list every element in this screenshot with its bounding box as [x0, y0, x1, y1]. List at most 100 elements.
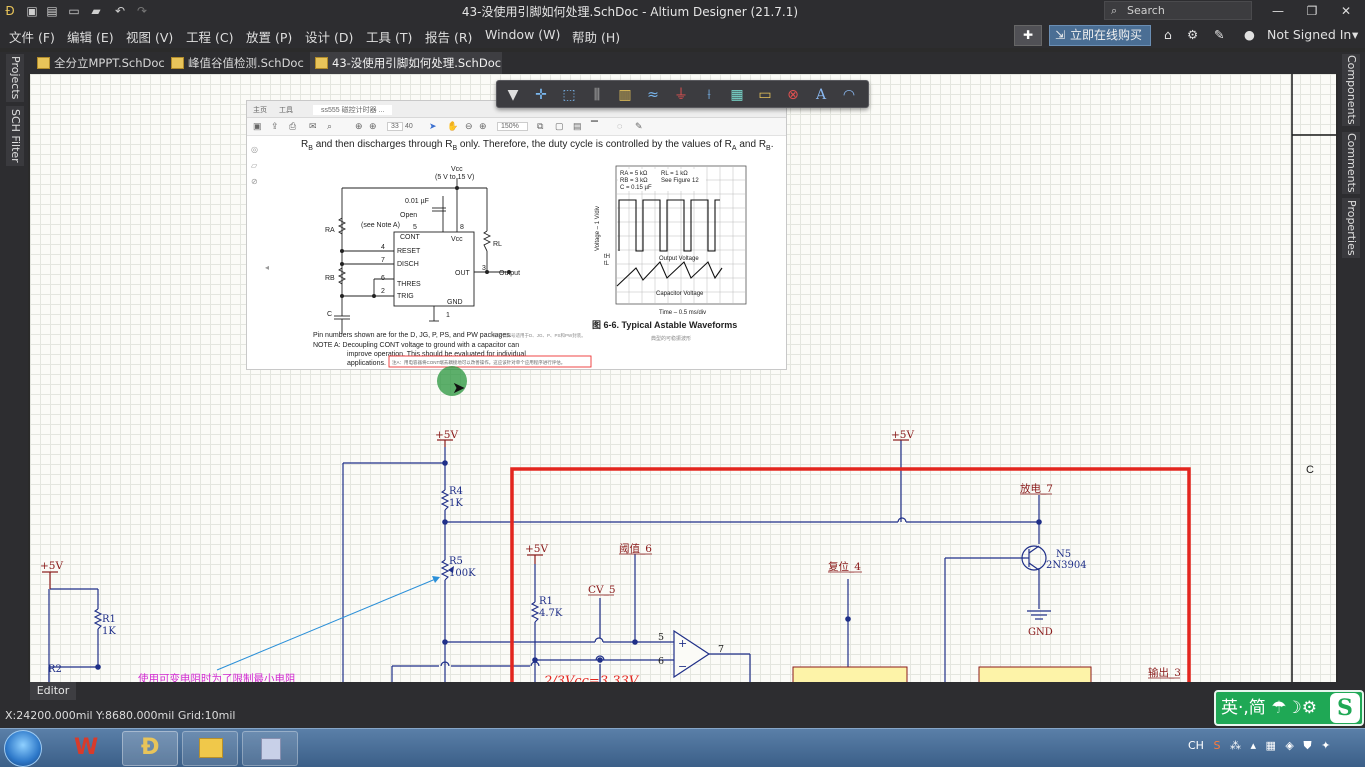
power-label-5v: +5V: [525, 543, 548, 555]
tray-shield-icon[interactable]: ⛊: [1303, 739, 1312, 752]
chevron-down-icon[interactable]: ▾: [1352, 27, 1359, 42]
ime-indicator[interactable]: 英·,简 ☂☽⚙S: [1214, 690, 1364, 726]
tab-mppt[interactable]: 全分立MPPT.SchDoc: [32, 52, 165, 74]
tab-unused-pins[interactable]: 43-没使用引脚如何处理.SchDoc: [310, 52, 502, 74]
svg-text:RA: RA: [325, 227, 335, 234]
datasheet-snippet: 主页 工具 ss555 磁控计时器 ... ▣ ⇪ ⎙ ✉ ⌕ ⊕ ⊕ 33 4…: [246, 100, 787, 370]
minimize-button[interactable]: —: [1272, 4, 1284, 18]
power-port-icon[interactable]: ⏚: [674, 87, 688, 103]
panel-tab-components[interactable]: Components: [1342, 54, 1360, 126]
tray-ime-icon[interactable]: ⁂: [1229, 739, 1241, 752]
svg-text:6: 6: [381, 275, 385, 282]
r4-designator: R4: [449, 486, 463, 497]
start-button[interactable]: [4, 730, 42, 767]
menu-edit[interactable]: 编辑 (E): [67, 30, 114, 45]
panel-tab-comments[interactable]: Comments: [1342, 132, 1360, 194]
svg-text:Vcc: Vcc: [451, 236, 463, 243]
panel-tab-sch-filter[interactable]: SCH Filter: [6, 106, 24, 166]
harness-icon[interactable]: ▦: [730, 87, 744, 103]
arc-icon[interactable]: ◠: [842, 87, 856, 103]
svg-text:Voltage – 1 V/div: Voltage – 1 V/div: [595, 206, 601, 251]
save-icon[interactable]: ▣: [26, 4, 38, 18]
open-project-icon[interactable]: ▰: [91, 4, 101, 18]
tray-arrow-icon[interactable]: ▴: [1250, 739, 1256, 752]
pdf-fit-icon: ▢: [555, 121, 564, 131]
annotation-arrow: [216, 577, 439, 671]
buy-online-button[interactable]: ⇲立即在线购买: [1049, 25, 1151, 46]
save-all-icon[interactable]: ▤: [46, 4, 58, 18]
pdf-collapse-icon: ◂: [265, 263, 270, 272]
open-folder-icon[interactable]: ▭: [68, 4, 80, 18]
left-panel-strip: Projects SCH Filter: [0, 52, 28, 703]
logic-block: [792, 666, 908, 682]
directive-icon[interactable]: ⊗: [787, 87, 799, 103]
pdf-save-icon: ▣: [253, 121, 262, 131]
tray-volume-icon[interactable]: ◈: [1285, 739, 1294, 752]
wire-icon[interactable]: ≈: [647, 87, 659, 103]
svg-text:RESET: RESET: [397, 248, 421, 255]
svg-text:7: 7: [718, 644, 724, 655]
tray-language[interactable]: CH: [1188, 739, 1204, 752]
menu-help[interactable]: 帮助 (H): [572, 30, 621, 45]
menu-project[interactable]: 工程 (C): [186, 30, 234, 45]
menu-window[interactable]: Window (W): [485, 27, 561, 42]
select-rect-icon[interactable]: ⬚: [562, 87, 576, 103]
gear-icon[interactable]: ⚙: [1187, 27, 1199, 42]
svg-text:6: 6: [658, 656, 664, 667]
net-label-threshold: 阈值_6: [619, 542, 652, 555]
chat-button[interactable]: ✚: [1014, 25, 1042, 46]
text-icon[interactable]: A: [815, 87, 827, 103]
sheet-zone-label: C: [1306, 464, 1314, 476]
pdf-body-sentence: RB and then discharges through RB only. …: [301, 139, 774, 152]
bus-icon[interactable]: ⟊: [707, 87, 711, 103]
panel-tab-projects[interactable]: Projects: [6, 54, 24, 102]
menu-place[interactable]: 放置 (P): [246, 30, 293, 45]
close-button[interactable]: ✕: [1340, 4, 1352, 18]
undo-icon[interactable]: ↶: [114, 4, 126, 18]
restore-button[interactable]: ❐: [1306, 4, 1318, 18]
svg-text:RB = 3 kΩ: RB = 3 kΩ: [620, 178, 648, 184]
menu-reports[interactable]: 报告 (R): [425, 30, 473, 45]
place-part-icon[interactable]: ▥: [618, 87, 632, 103]
tray-network-icon[interactable]: ▦: [1265, 739, 1276, 752]
power-label-5v: +5V: [891, 429, 914, 441]
filter-icon[interactable]: ▼: [507, 87, 519, 103]
move-icon[interactable]: ✛: [535, 87, 547, 103]
search-input[interactable]: ⌕Search: [1104, 1, 1252, 20]
user-icon[interactable]: ●: [1244, 27, 1255, 42]
align-icon[interactable]: ⫼: [593, 87, 601, 103]
menu-view[interactable]: 视图 (V): [126, 30, 174, 45]
extensions-icon[interactable]: ✎: [1214, 27, 1225, 42]
arrow-head-icon: [432, 576, 440, 583]
pdf-page-current: 33: [387, 122, 403, 131]
schdoc-icon: [171, 57, 184, 69]
panel-tab-properties[interactable]: Properties: [1342, 198, 1360, 258]
svg-text:RL = 1 kΩ: RL = 1 kΩ: [661, 171, 688, 177]
account-label[interactable]: Not Signed In: [1267, 27, 1352, 42]
pdf-tab-document: ss555 磁控计时器 ...: [313, 105, 393, 115]
taskbar-viewer-icon[interactable]: [242, 731, 298, 766]
editor-tab[interactable]: Editor: [30, 682, 76, 700]
tray-sogou-icon[interactable]: S: [1213, 739, 1221, 752]
menu-design[interactable]: 设计 (D): [305, 30, 354, 45]
svg-text:7: 7: [381, 257, 385, 264]
r1-mid-designator: R1: [539, 596, 553, 607]
port-icon[interactable]: ▭: [758, 87, 772, 103]
taskbar-wps-icon[interactable]: W: [74, 735, 99, 760]
svg-text:tH: tH: [604, 254, 610, 260]
status-grid: Grid:10mil: [177, 709, 236, 722]
menu-bar: 文件 (F) 编辑 (E) 视图 (V) 工程 (C) 放置 (P) 设计 (D…: [0, 22, 1365, 48]
menu-file[interactable]: 文件 (F): [9, 30, 55, 45]
tab-peak-detect[interactable]: 峰值谷值检测.SchDoc: [166, 52, 308, 74]
svg-text:RB: RB: [325, 275, 335, 282]
menu-tools[interactable]: 工具 (T): [366, 30, 413, 45]
r5-value: 100K: [449, 568, 476, 579]
tray-power-icon[interactable]: ✦: [1321, 739, 1331, 752]
svg-text:NOTE A: Decoupling CONT volta: NOTE A: Decoupling CONT voltage to groun…: [313, 342, 519, 349]
taskbar-explorer-icon[interactable]: [182, 731, 238, 766]
redo-icon[interactable]: ↷: [136, 4, 148, 18]
svg-text:RL: RL: [493, 241, 502, 248]
power-label-5v: +5V: [435, 429, 458, 441]
taskbar-altium-icon[interactable]: Ð: [122, 731, 178, 766]
home-icon[interactable]: ⌂: [1164, 27, 1172, 42]
